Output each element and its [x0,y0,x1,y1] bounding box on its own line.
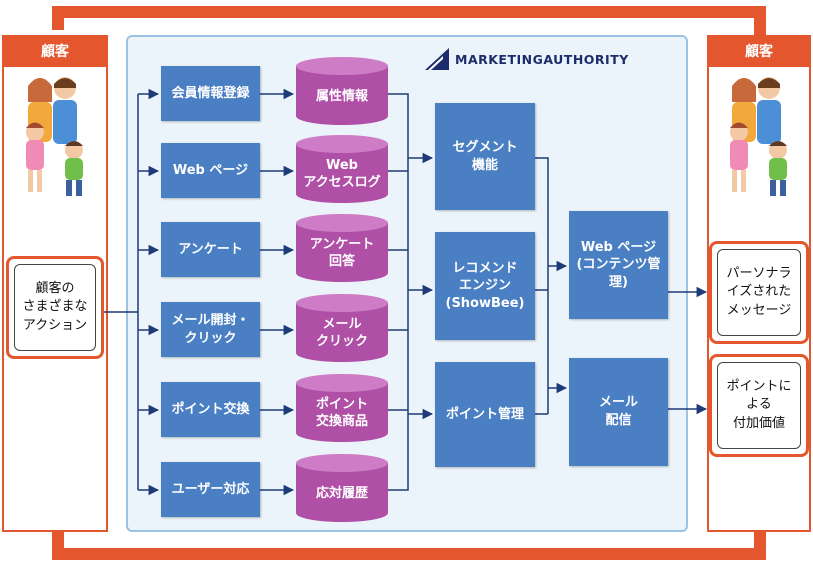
customer-action-label: 顧客の さまざまな アクション [14,264,96,351]
source-box-point-exchange: ポイント交換 [161,382,260,437]
cylinder-label-attribute: 属性情報 [315,88,368,104]
cylinder-attribute [296,57,388,125]
left-panel-title: 顧客 [4,37,106,67]
source-box-user-support: ユーザー対応 [161,462,260,517]
personalized-message-box: パーソナラ イズされた メッセージ [709,241,809,344]
cylinder-point-goods [296,374,388,442]
point-value-box: ポイントに よる 付加価値 [709,354,809,457]
source-box-web-page: Web ページ [161,143,260,198]
cylinder-mail-click [296,294,388,362]
channel-mail-delivery: メール 配信 [569,358,668,466]
right-panel-title: 顧客 [709,37,809,67]
customer-action-box: 顧客の さまざまな アクション [6,256,104,359]
personalized-message-label: パーソナラ イズされた メッセージ [717,249,801,336]
family-illustration-icon [730,77,787,196]
engine-segment: セグメント 機能 [435,103,535,210]
cylinder-label-point-goods: ポイント 交換商品 [315,397,368,429]
source-box-survey: アンケート [161,222,260,277]
logo-text: MARKETINGAUTHORITY [455,51,629,67]
source-box-mail-open-click: メール開封・ クリック [161,302,260,357]
family-illustration-icon [26,77,83,196]
channel-web-page: Web ページ (コンテンツ管理) [569,211,668,319]
cylinder-label-mail-click: メール クリック [315,317,368,349]
cylinder-survey-answer [296,214,388,282]
source-box-member-registration: 会員情報登録 [161,66,260,121]
engine-point-management: ポイント管理 [435,362,535,467]
marketing-authority-logo: MARKETINGAUTHORITY [425,46,629,72]
arrow-logo-icon [425,48,449,70]
cylinder-web-access-log [296,135,388,203]
cylinder-support-history [296,454,388,522]
point-value-label: ポイントに よる 付加価値 [717,362,801,449]
cylinder-label-support-history: 応対履歴 [315,485,368,501]
cylinder-label-web-access-log: Web アクセスログ [303,158,381,190]
engine-recommend: レコメンド エンジン (ShowBee) [435,232,535,340]
cylinder-label-survey-answer: アンケート 回答 [309,237,375,269]
